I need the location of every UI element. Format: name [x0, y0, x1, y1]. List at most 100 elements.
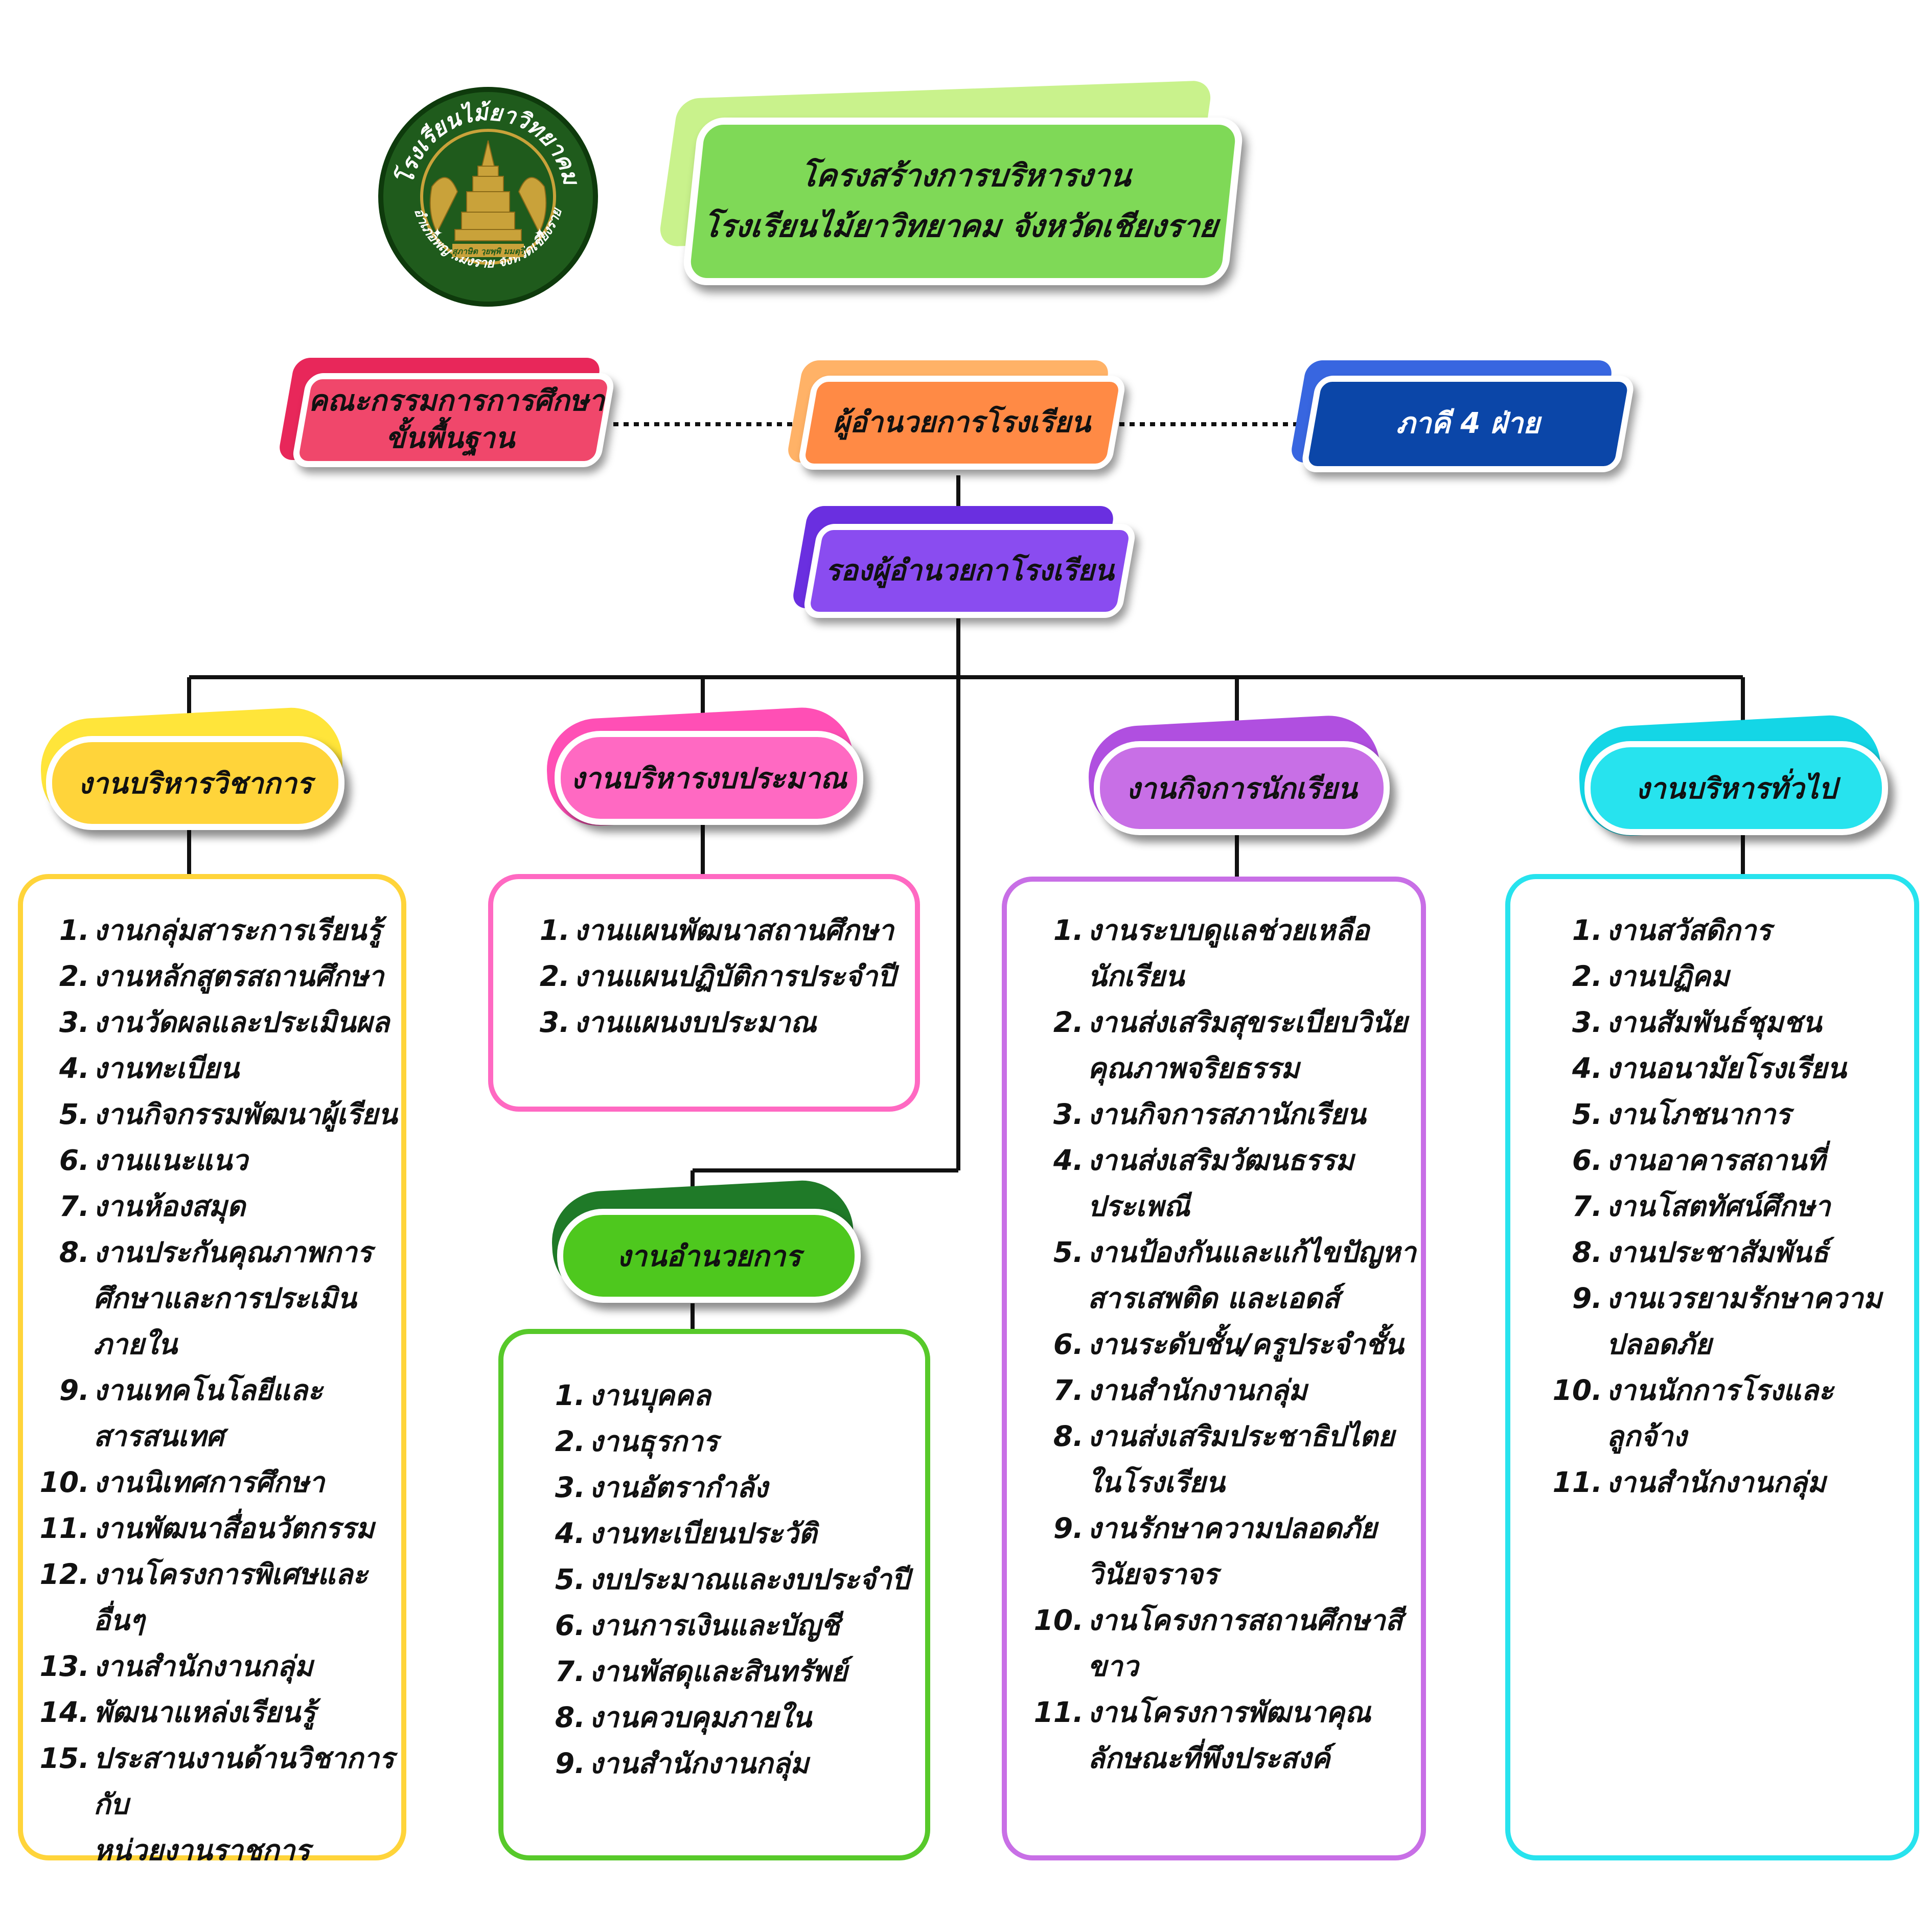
- dept-general: งานบริหารทั่วไป: [1576, 712, 1891, 854]
- list-item-text: วินัยจราจร: [1088, 1558, 1218, 1591]
- list-item-text: งานปฏิคม: [1606, 960, 1730, 993]
- list-item-number: 6.: [59, 1144, 89, 1177]
- list-item: 3.งานวัดผลและประเมินผล: [33, 999, 401, 1045]
- list-item-text: งานสวัสดิการ: [1606, 914, 1772, 947]
- list-item-text: งานพัสดุและสินทรัพย์: [589, 1655, 848, 1688]
- list-item: 7.งานพัสดุและสินทรัพย์: [529, 1648, 925, 1694]
- list-item-number: 2.: [1572, 960, 1602, 993]
- list-item-number: [1027, 1459, 1088, 1505]
- list-item-number: 12.: [39, 1558, 89, 1591]
- list-item-text: พัฒนาแหล่งเรียนรู้: [94, 1696, 316, 1729]
- list-item-number: 8.: [1572, 1236, 1602, 1269]
- list-item: ปลอดภัย: [1546, 1321, 1914, 1367]
- list-item: 5.งานป้องกันและแก้ไขปัญหา: [1027, 1229, 1421, 1275]
- list-item-number: 7.: [1053, 1374, 1084, 1407]
- list-item-number: 5.: [1572, 1098, 1602, 1131]
- list-item-text: งานพัฒนาสื่อนวัตกรรม: [94, 1512, 375, 1545]
- list-item: 2.งานธุรการ: [529, 1418, 925, 1464]
- list-item-number: [33, 1413, 94, 1459]
- list-item-text: งานโภชนาการ: [1606, 1098, 1791, 1131]
- list-item: 11.งานโครงการพัฒนาคุณ: [1027, 1689, 1421, 1735]
- list-item-text: งานส่งเสริมสุขระเบียบวินัย: [1088, 1006, 1408, 1039]
- list-item: 4.งานทะเบียน: [33, 1045, 401, 1091]
- role-board: คณะกรรมการการศึกษา ขั้นพื้นฐาน: [277, 358, 624, 480]
- list-item-text: งานสำนักงานกลุ่ม: [589, 1747, 809, 1780]
- list-item-number: 2.: [539, 960, 570, 993]
- list-item-text: งานอัตรากำลัง: [589, 1471, 768, 1504]
- list-item: 14.พัฒนาแหล่งเรียนรู้: [33, 1689, 401, 1735]
- list-item: 8.งานควบคุมภายใน: [529, 1694, 925, 1740]
- list-item: 4.งานอนามัยโรงเรียน: [1546, 1045, 1914, 1091]
- list-item-text: งานโสตทัศน์ศึกษา: [1606, 1190, 1831, 1223]
- list-item-number: 7.: [1572, 1190, 1602, 1223]
- list-item-text: ประเพณี: [1088, 1190, 1190, 1223]
- list-item: 1.งานระบบดูแลช่วยเหลือ: [1027, 907, 1421, 953]
- list-item-number: 8.: [59, 1236, 89, 1269]
- role-deputy: รองผู้อำนวยกาโรงเรียน: [791, 506, 1138, 629]
- role-deputy-label: รองผู้อำนวยกาโรงเรียน: [825, 554, 1114, 587]
- list-item-number: 6.: [1053, 1328, 1084, 1361]
- role-partners: ภาคี 4 ฝ่าย: [1289, 360, 1636, 483]
- list-item-number: 9.: [1053, 1512, 1084, 1545]
- list-item-text: งานป้องกันและแก้ไขปัญหา: [1088, 1236, 1416, 1269]
- list-item-text: งานหลักสูตรสถานศึกษา: [94, 960, 384, 993]
- list-item-number: 4.: [555, 1517, 585, 1550]
- list-item: 1.งานแผนพัฒนาสถานศึกษา: [514, 907, 915, 953]
- list-item: ลักษณะที่พึงประสงค์: [1027, 1735, 1421, 1781]
- role-partners-label: ภาคี 4 ฝ่าย: [1396, 407, 1540, 441]
- list-item-text: งานกลุ่มสาระการเรียนรู้: [94, 914, 382, 947]
- list-item: 3.งานแผนงบประมาณ: [514, 999, 915, 1045]
- list-item-text: งานโครงการพิเศษและอื่นๆ: [94, 1558, 368, 1637]
- list-item: 12.งานโครงการพิเศษและอื่นๆ: [33, 1551, 401, 1643]
- list-item-number: [1027, 1275, 1088, 1321]
- dept-general-label: งานบริหารทั่วไป: [1636, 772, 1837, 806]
- list-item-text: ศึกษาและการประเมินภายใน: [94, 1282, 357, 1361]
- list-item-text: งานประกันคุณภาพการ: [94, 1236, 373, 1269]
- list-item: 1.งานสวัสดิการ: [1546, 907, 1914, 953]
- list-students: 1.งานระบบดูแลช่วยเหลือนักเรียน 2.งานส่งเส…: [1002, 877, 1426, 1860]
- list-item-number: 2.: [59, 960, 89, 993]
- list-item-text: งานแนะแนว: [94, 1144, 248, 1177]
- list-item: สารสนเทศ: [33, 1413, 401, 1459]
- list-item-text: งานสัมพันธ์ชุมชน: [1606, 1006, 1822, 1039]
- list-item-text: งานทะเบียน: [94, 1052, 239, 1085]
- list-item: 9.งานรักษาความปลอดภัย: [1027, 1505, 1421, 1551]
- list-item: 2.งานส่งเสริมสุขระเบียบวินัย: [1027, 999, 1421, 1045]
- list-item: 7.งานโสตทัศน์ศึกษา: [1546, 1183, 1914, 1229]
- list-item: 4.งานส่งเสริมวัฒนธรรม: [1027, 1137, 1421, 1183]
- list-item-text: งานเวรยามรักษาความ: [1606, 1282, 1882, 1315]
- list-item: ประเพณี: [1027, 1183, 1421, 1229]
- school-logo: โรงเรียนไม้ยาวิทยาคม อำเภอพญาเม็งราย จัง…: [376, 84, 601, 309]
- dept-academic-label: งานบริหารวิชาการ: [78, 767, 312, 800]
- list-item-text: งานนักการโรงและ: [1606, 1374, 1834, 1407]
- list-item-number: [33, 1827, 94, 1873]
- list-item-number: 2.: [555, 1425, 585, 1458]
- list-item: 8.งานประกันคุณภาพการ: [33, 1229, 401, 1275]
- list-item-number: 10.: [1552, 1374, 1602, 1407]
- list-item-number: 7.: [555, 1655, 585, 1688]
- list-item-number: 4.: [1053, 1144, 1084, 1177]
- list-item-text: งานห้องสมุด: [94, 1190, 246, 1223]
- list-item-number: 11.: [1033, 1696, 1084, 1729]
- list-academic: 1.งานกลุ่มสาระการเรียนรู้2.งานหลักสูตรสถ…: [18, 874, 406, 1867]
- list-item-text: งานสำนักงานกลุ่ม: [1606, 1466, 1826, 1499]
- list-item: 7.งานห้องสมุด: [33, 1183, 401, 1229]
- list-item: 4.งานทะเบียนประวัติ: [529, 1510, 925, 1556]
- list-item-text: งบประมาณและงบประจำปี: [589, 1563, 910, 1596]
- list-item-number: 10.: [39, 1466, 89, 1499]
- list-item-number: 3.: [539, 1006, 570, 1039]
- list-item-number: 3.: [555, 1471, 585, 1504]
- list-item-number: [1546, 1321, 1606, 1367]
- list-item: 13.งานสำนักงานกลุ่ม: [33, 1643, 401, 1689]
- list-item-text: หน่วยงานราชการ: [94, 1834, 310, 1867]
- list-item-text: งานโครงการพัฒนาคุณ: [1088, 1696, 1371, 1729]
- list-item-text: งานส่งเสริมวัฒนธรรม: [1088, 1144, 1354, 1177]
- list-item-text: คุณภาพจริยธรรม: [1088, 1052, 1300, 1085]
- list-item-text: งานรักษาความปลอดภัย: [1088, 1512, 1377, 1545]
- list-item-text: สารสนเทศ: [94, 1420, 224, 1453]
- list-item: นักเรียน: [1027, 953, 1421, 999]
- list-item-text: นักเรียน: [1088, 960, 1185, 993]
